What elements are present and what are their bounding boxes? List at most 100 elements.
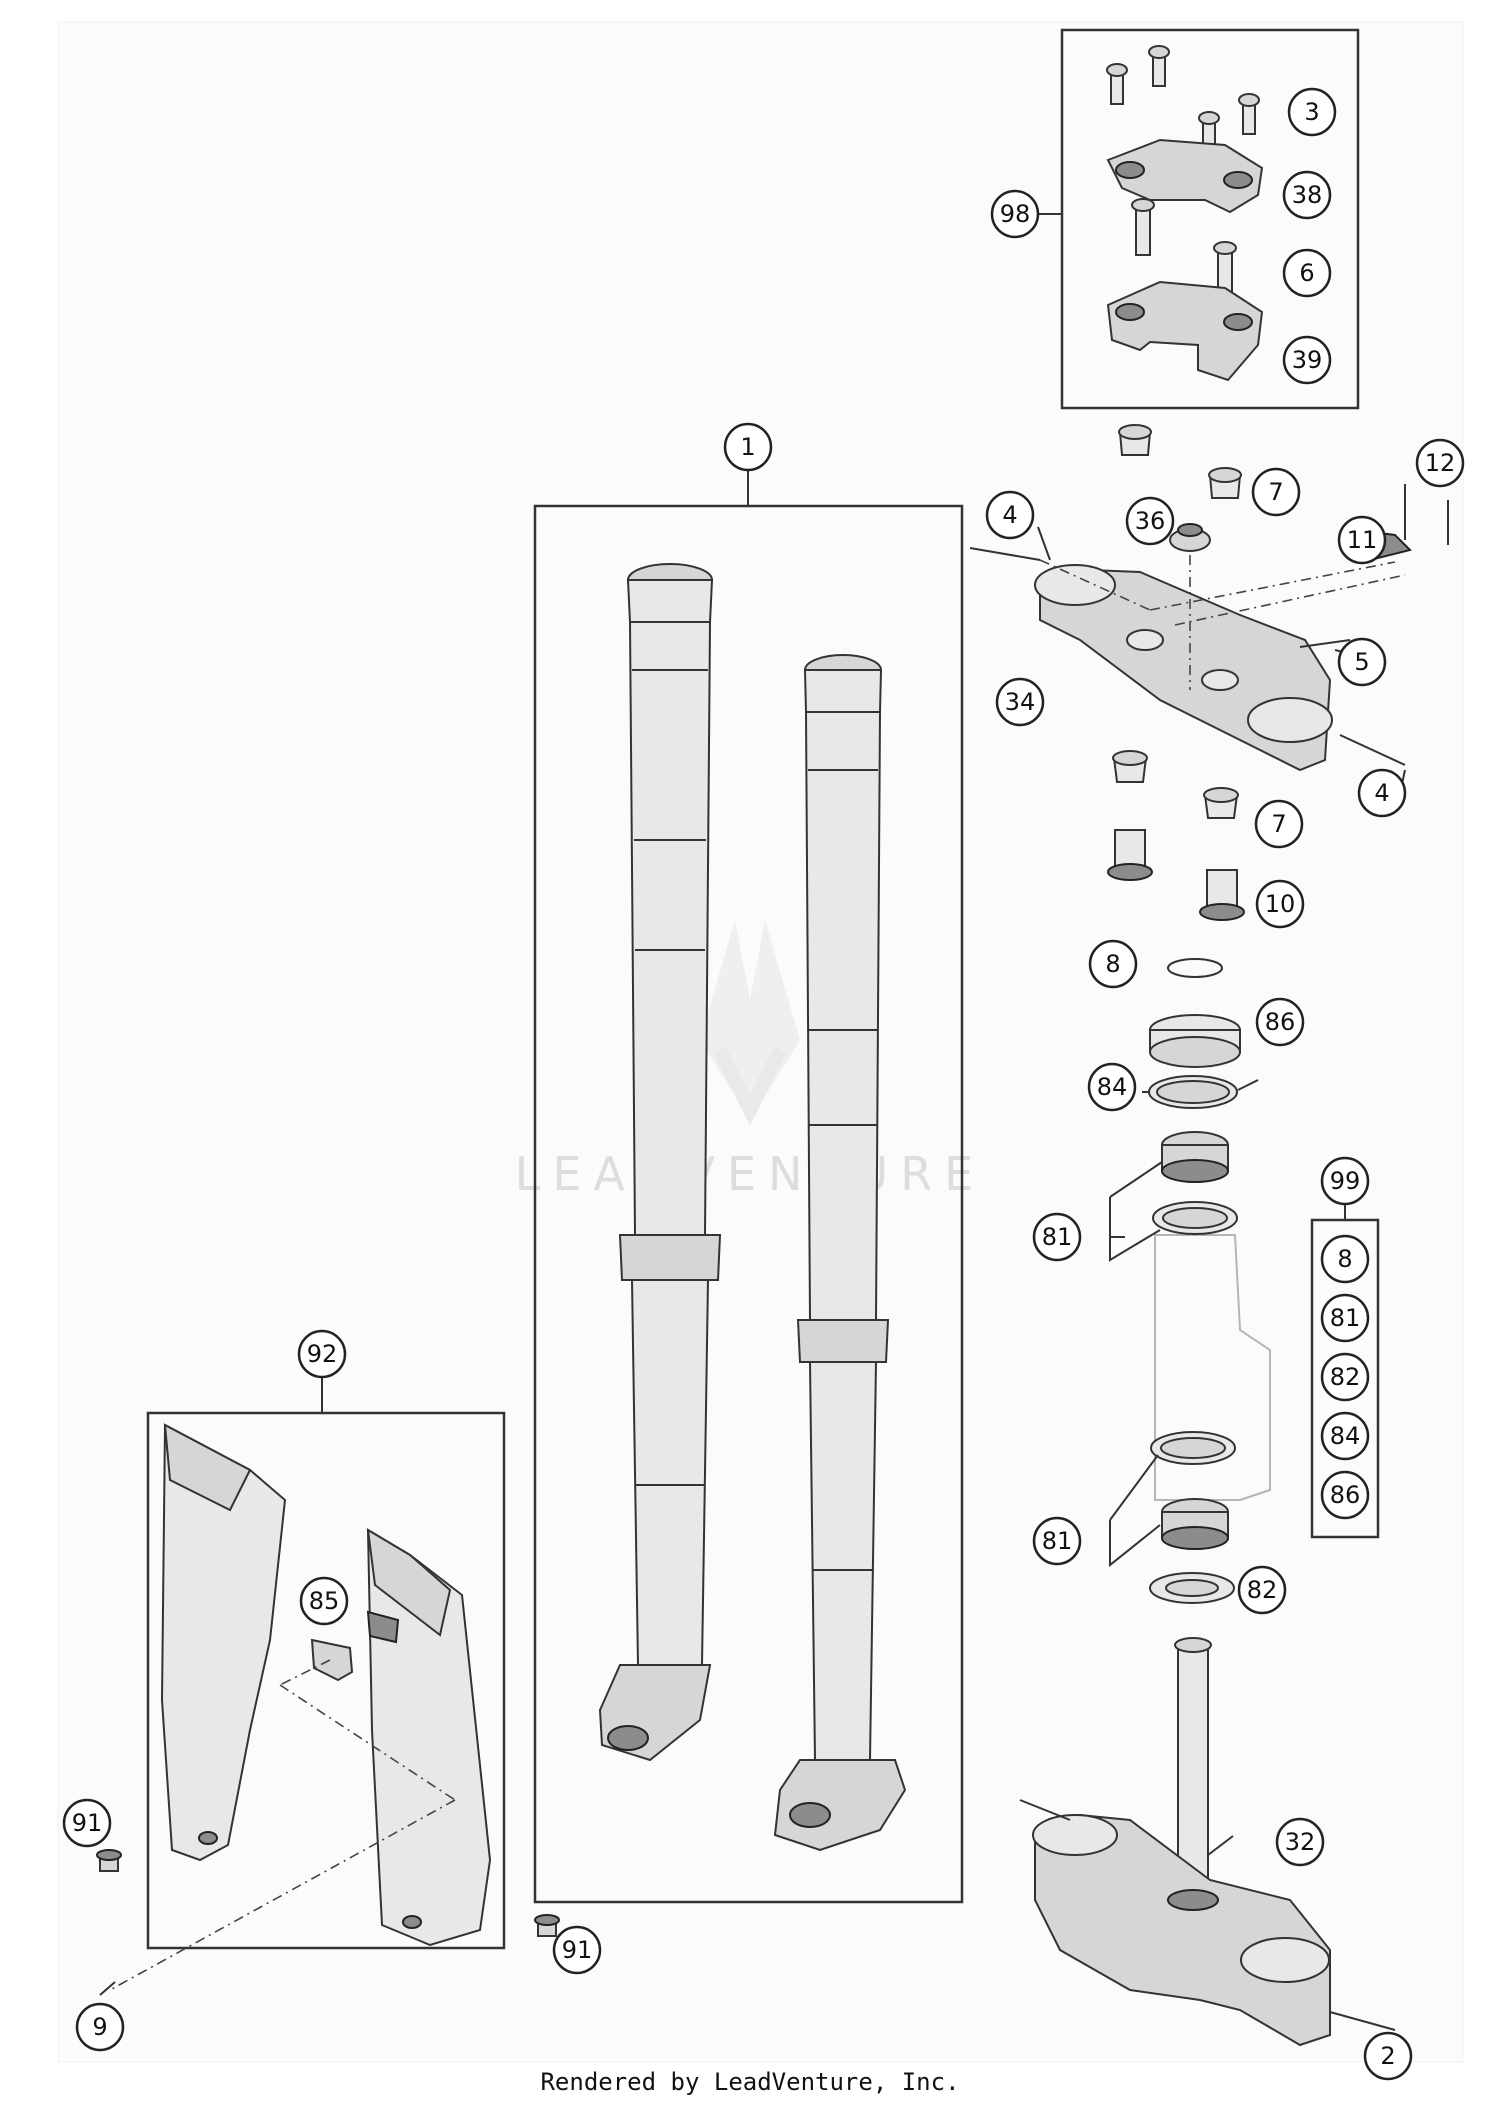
- kit-99-item-81: 81: [1320, 1293, 1370, 1343]
- svg-text:32: 32: [1285, 1828, 1316, 1856]
- lower-handlebar-clamp: [1106, 280, 1264, 382]
- callout-10: 10: [1255, 879, 1305, 929]
- right-fork-guard: [366, 1528, 492, 1947]
- svg-text:10: 10: [1265, 890, 1296, 918]
- upper-bearing-race: [1152, 1201, 1238, 1235]
- callout-81-top: 81: [1032, 1212, 1082, 1262]
- callout-7-bottom: 7: [1254, 799, 1304, 849]
- clamp-kit-box: [1060, 28, 1360, 410]
- handlebar-mount-bushings: [1107, 424, 1245, 921]
- callout-91-right: 91: [552, 1925, 602, 1975]
- callout-84: 84: [1087, 1062, 1137, 1112]
- svg-text:99: 99: [1330, 1167, 1361, 1195]
- upper-triple-clamp: [1034, 564, 1333, 772]
- lower-seal-ring-82: [1149, 1572, 1235, 1604]
- brake-line-clamp: [310, 1610, 400, 1682]
- callout-86: 86: [1255, 997, 1305, 1047]
- guard-assembly-lines: [109, 1659, 456, 1991]
- svg-text:7: 7: [1268, 478, 1283, 506]
- callout-32: 32: [1275, 1817, 1325, 1867]
- watermark-logo: [700, 920, 800, 1126]
- o-ring: [1167, 958, 1223, 978]
- svg-text:84: 84: [1097, 1073, 1128, 1101]
- watermark-text: LEADVENTURE: [515, 1147, 986, 1201]
- svg-text:39: 39: [1292, 346, 1323, 374]
- svg-text:91: 91: [72, 1809, 103, 1837]
- svg-text:82: 82: [1330, 1363, 1361, 1391]
- svg-text:3: 3: [1304, 98, 1319, 126]
- callout-5: 5: [1337, 637, 1387, 687]
- svg-text:9: 9: [92, 2013, 107, 2041]
- callout-4-bottom: 4: [1357, 768, 1407, 818]
- triple-clamp-bolts: [969, 547, 1406, 766]
- callout-6: 6: [1282, 248, 1332, 298]
- svg-text:81: 81: [1042, 1223, 1073, 1251]
- svg-text:91: 91: [562, 1936, 593, 1964]
- svg-text:92: 92: [307, 1340, 338, 1368]
- callout-38: 38: [1282, 170, 1332, 220]
- svg-text:11: 11: [1347, 526, 1378, 554]
- dust-seal-86: [1149, 1014, 1241, 1068]
- callout-99: 99: [1320, 1156, 1370, 1206]
- callout-98: 98: [990, 189, 1040, 239]
- svg-text:81: 81: [1330, 1304, 1361, 1332]
- svg-text:34: 34: [1005, 688, 1036, 716]
- svg-text:84: 84: [1330, 1422, 1361, 1450]
- lower-steering-bearing: [1161, 1498, 1229, 1550]
- kit-99-item-86: 86: [1320, 1470, 1370, 1520]
- callout-92: 92: [297, 1329, 347, 1379]
- callout-8: 8: [1088, 939, 1138, 989]
- footer-credit: Rendered by LeadVenture, Inc.: [540, 2068, 960, 2096]
- svg-text:1: 1: [740, 433, 755, 461]
- kit-99-item-82: 82: [1320, 1352, 1370, 1402]
- callout-1: 1: [723, 422, 773, 472]
- callout-11: 11: [1337, 515, 1387, 565]
- lower-bearing-race: [1150, 1431, 1236, 1465]
- svg-text:85: 85: [309, 1587, 340, 1615]
- upper-handlebar-clamp: [1106, 138, 1264, 214]
- svg-text:8: 8: [1337, 1245, 1352, 1273]
- lower-triple-clamp-with-stem: [1032, 1637, 1331, 2047]
- callout-12: 12: [1415, 438, 1465, 488]
- callout-82: 82: [1237, 1565, 1287, 1615]
- assembly-lines-top: [1039, 555, 1406, 690]
- callout-9: 9: [75, 2002, 125, 2052]
- callout-91-left: 91: [62, 1798, 112, 1848]
- fork-guard-box: [146, 1411, 506, 1950]
- svg-text:38: 38: [1292, 181, 1323, 209]
- svg-text:5: 5: [1354, 648, 1369, 676]
- right-fork-leg: [773, 654, 907, 1852]
- seal-ring-84: [1148, 1075, 1238, 1109]
- svg-text:2: 2: [1380, 2042, 1395, 2070]
- svg-text:6: 6: [1299, 259, 1314, 287]
- kit-99-item-8: 8: [1320, 1234, 1370, 1284]
- svg-text:7: 7: [1271, 810, 1286, 838]
- left-fork-leg: [598, 563, 722, 1762]
- callout-3: 3: [1287, 87, 1337, 137]
- svg-text:12: 12: [1425, 449, 1456, 477]
- svg-text:8: 8: [1105, 950, 1120, 978]
- steering-stem-nut: [1169, 523, 1211, 552]
- svg-text:86: 86: [1330, 1481, 1361, 1509]
- steering-head-ghost: [1154, 1234, 1271, 1501]
- callout-2: 2: [1363, 2031, 1413, 2081]
- handlebar-clamp-long-bolts: [1131, 198, 1237, 299]
- left-fork-guard: [160, 1423, 287, 1862]
- svg-text:98: 98: [1000, 200, 1031, 228]
- guard-screws: [96, 1849, 560, 1996]
- callout-36: 36: [1125, 496, 1175, 546]
- callout-81-bottom: 81: [1032, 1516, 1082, 1566]
- callout-85: 85: [299, 1576, 349, 1626]
- svg-text:4: 4: [1374, 779, 1389, 807]
- svg-text:36: 36: [1135, 507, 1166, 535]
- callout-39: 39: [1282, 335, 1332, 385]
- svg-text:81: 81: [1042, 1527, 1073, 1555]
- svg-text:4: 4: [1002, 501, 1017, 529]
- svg-text:86: 86: [1265, 1008, 1296, 1036]
- callout-34: 34: [995, 677, 1045, 727]
- svg-text:82: 82: [1247, 1576, 1278, 1604]
- kit-99-item-84: 84: [1320, 1411, 1370, 1461]
- upper-steering-bearing: [1161, 1131, 1229, 1183]
- callout-4-top: 4: [985, 490, 1035, 540]
